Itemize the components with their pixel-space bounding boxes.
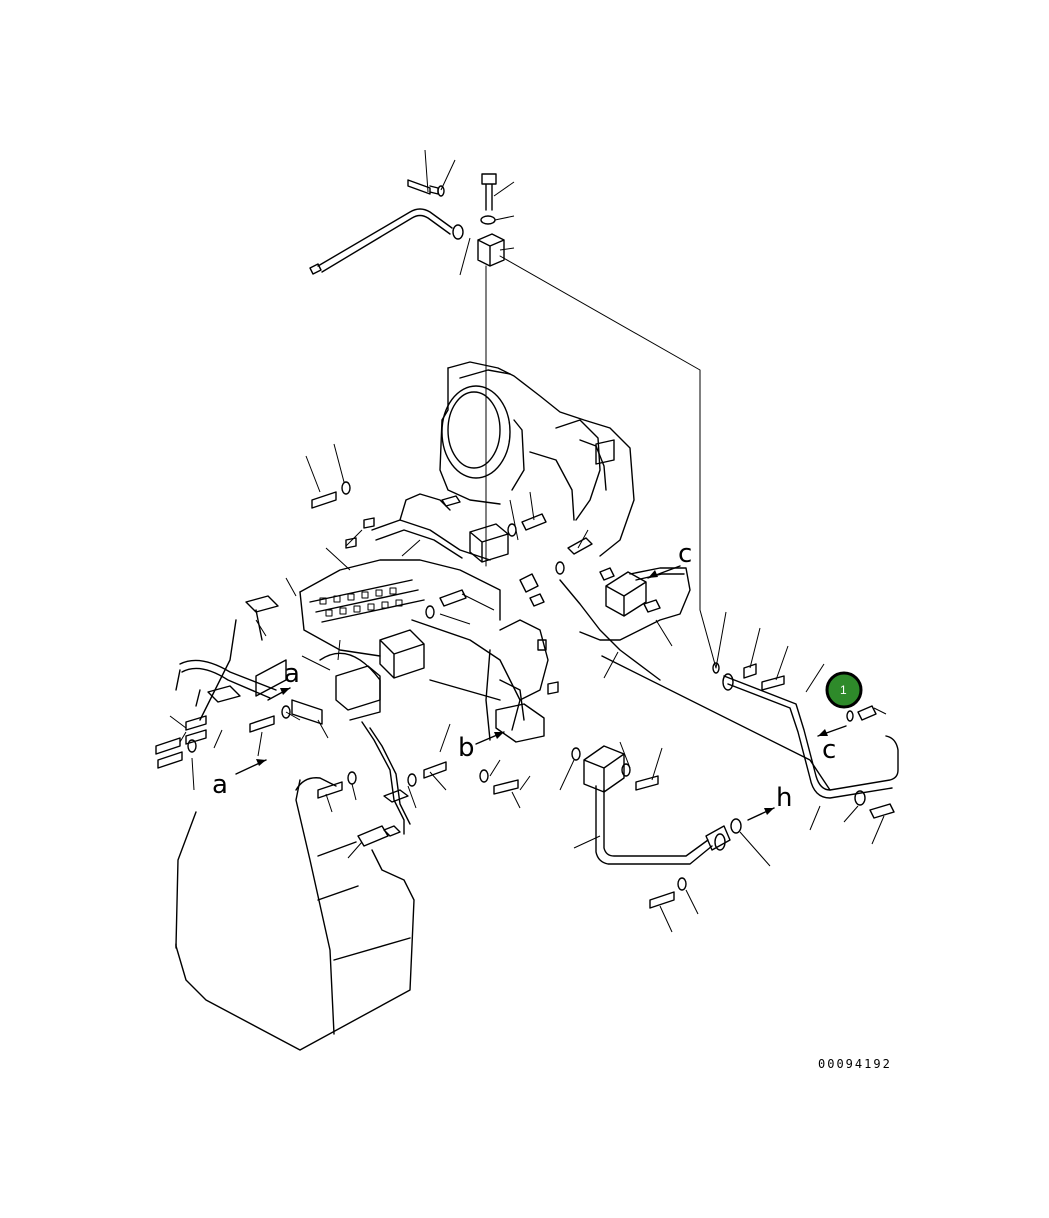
view-letter-a-lower: a [212, 770, 228, 800]
long-routing-line [485, 255, 717, 669]
part-callout-1[interactable]: 1 [825, 671, 863, 709]
view-letter-b: b [458, 733, 475, 763]
view-letter-c-lower: c [822, 735, 836, 765]
lower-middle-parts [317, 679, 545, 859]
lower-left-linkage [155, 595, 381, 791]
right-valve-harness [559, 567, 831, 791]
view-letter-a-upper: a [284, 659, 300, 689]
frame-outline [175, 777, 415, 1051]
callout-label: 1 [840, 683, 847, 697]
misc-housing-lines [411, 499, 559, 753]
document-number: 00094192 [818, 1057, 892, 1071]
view-arrows: a a b c c h [212, 539, 847, 821]
top-tube-assembly [309, 149, 515, 276]
middle-bolts [311, 481, 593, 625]
view-letter-c-upper: c [678, 539, 692, 569]
callout-circle[interactable] [825, 671, 863, 709]
control-valve-harness [285, 443, 509, 679]
transmission-upper-housing [439, 361, 635, 557]
lower-right-tube-assembly [559, 741, 771, 933]
view-letter-h: h [776, 783, 792, 813]
right-tube-assembly [712, 611, 899, 845]
